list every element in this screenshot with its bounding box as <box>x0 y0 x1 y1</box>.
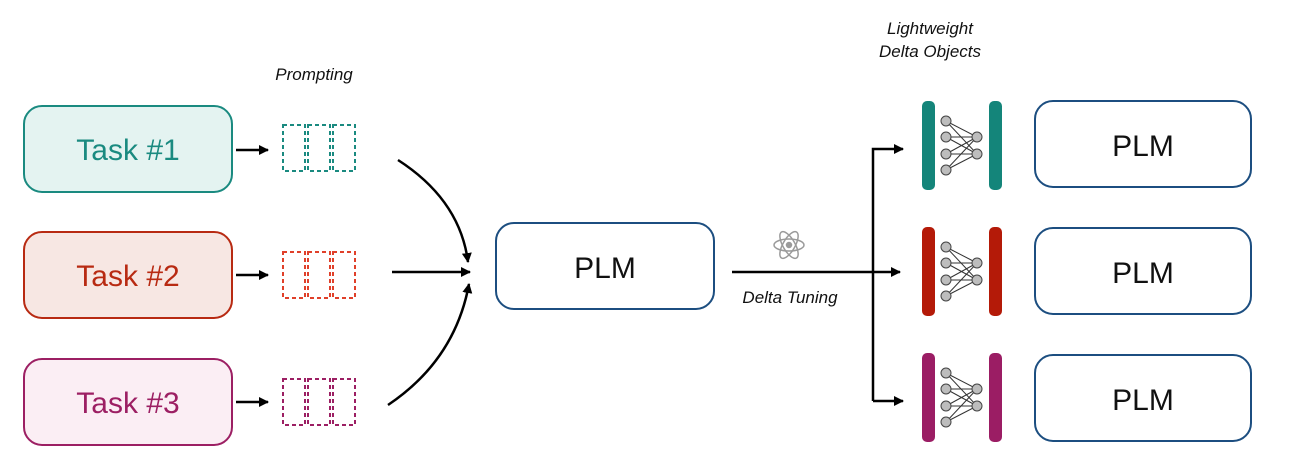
prompt-token <box>307 378 331 426</box>
prompt-token <box>307 251 331 299</box>
delta-object-1 <box>922 101 1002 190</box>
delta-object-bar <box>922 227 935 316</box>
output-plm-1-box <box>1034 100 1252 188</box>
delta-object-bar <box>922 101 935 190</box>
atom-icon <box>773 230 805 260</box>
task-3-label: Task #3 <box>76 387 179 420</box>
task-3-prompt-tokens <box>282 378 356 426</box>
merge-arrow-top <box>397 158 472 263</box>
task-1-box <box>23 105 233 193</box>
prompt-token <box>332 124 356 172</box>
delta-object-bar <box>989 353 1002 442</box>
task-1-prompt-tokens <box>282 124 356 172</box>
lightweight-label-line2: Delta Objects <box>879 42 982 61</box>
branch-arrow-top <box>871 144 904 401</box>
merge-arrow-bottom <box>387 283 473 407</box>
output-plm-3-box <box>1034 354 1252 442</box>
delta-object-3 <box>922 353 1002 442</box>
delta-object-2 <box>922 227 1002 316</box>
prompt-token <box>282 378 306 426</box>
task-2-box <box>23 231 233 319</box>
center-plm-label: PLM <box>574 252 636 285</box>
task-1-group: Task #1 <box>23 105 356 193</box>
task-3-group: Task #3 <box>23 358 356 446</box>
output-plm-2-box <box>1034 227 1252 315</box>
output-plm-1-label: PLM <box>1112 130 1174 163</box>
task-1-label: Task #1 <box>76 134 179 167</box>
prompt-token <box>307 124 331 172</box>
delta-object-bar <box>922 353 935 442</box>
delta-object-bar <box>989 227 1002 316</box>
delta-object-bar <box>989 101 1002 190</box>
output-plm-3-label: PLM <box>1112 384 1174 417</box>
prompt-token <box>332 251 356 299</box>
task-3-box <box>23 358 233 446</box>
prompt-token <box>332 378 356 426</box>
lightweight-label-line1: Lightweight <box>887 19 974 38</box>
delta-tuning-label: Delta Tuning <box>742 288 838 307</box>
task-2-group: Task #2 <box>23 231 356 319</box>
prompt-token <box>282 251 306 299</box>
prompt-token <box>282 124 306 172</box>
center-plm-box <box>495 222 715 310</box>
task-2-label: Task #2 <box>76 260 179 293</box>
task-2-prompt-tokens <box>282 251 356 299</box>
prompting-label: Prompting <box>275 65 353 84</box>
output-plm-2-label: PLM <box>1112 257 1174 290</box>
